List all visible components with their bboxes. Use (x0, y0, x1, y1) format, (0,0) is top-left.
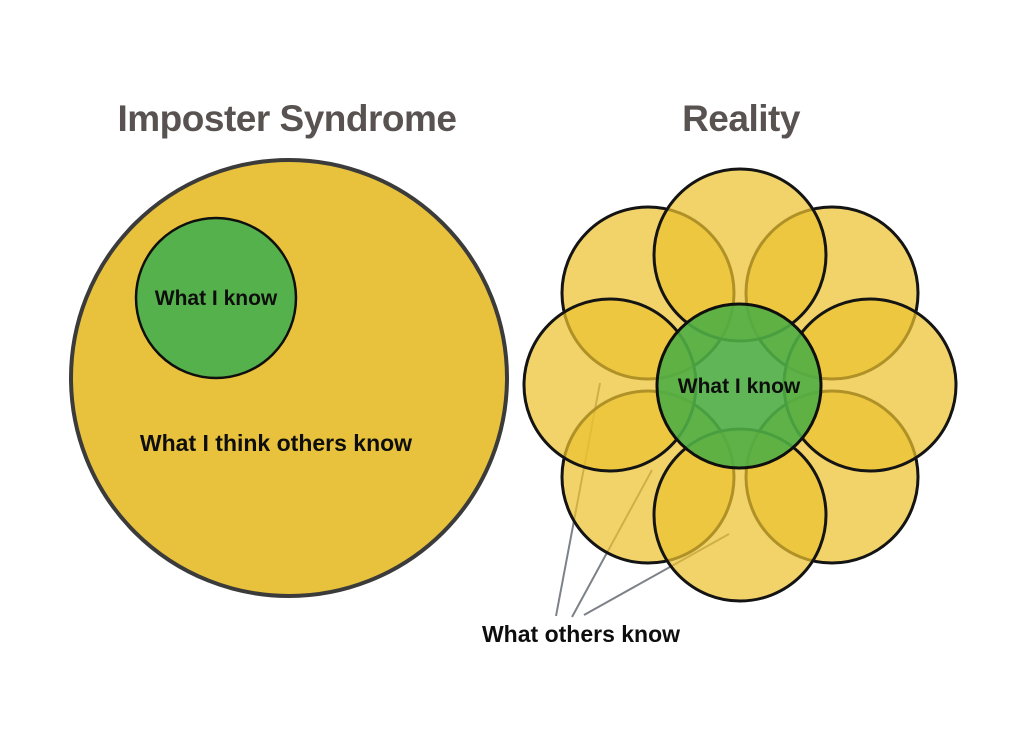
imposter-syndrome-diagram: What I know What I think others know (69, 158, 509, 598)
label-what-i-know-left: What I know (155, 287, 278, 310)
title-imposter-syndrome: Imposter Syndrome (118, 98, 457, 139)
reality-diagram: What I know What others know (482, 167, 958, 647)
inner-circle-what-i-know (134, 216, 298, 380)
label-what-others-know: What others know (482, 621, 680, 647)
label-what-i-think-others-know: What I think others know (140, 430, 412, 456)
outer-circle-what-i-think-others-know (69, 158, 509, 598)
title-reality: Reality (682, 98, 801, 139)
label-what-i-know-right: What I know (678, 375, 801, 398)
center-circle-what-i-know (655, 302, 823, 470)
